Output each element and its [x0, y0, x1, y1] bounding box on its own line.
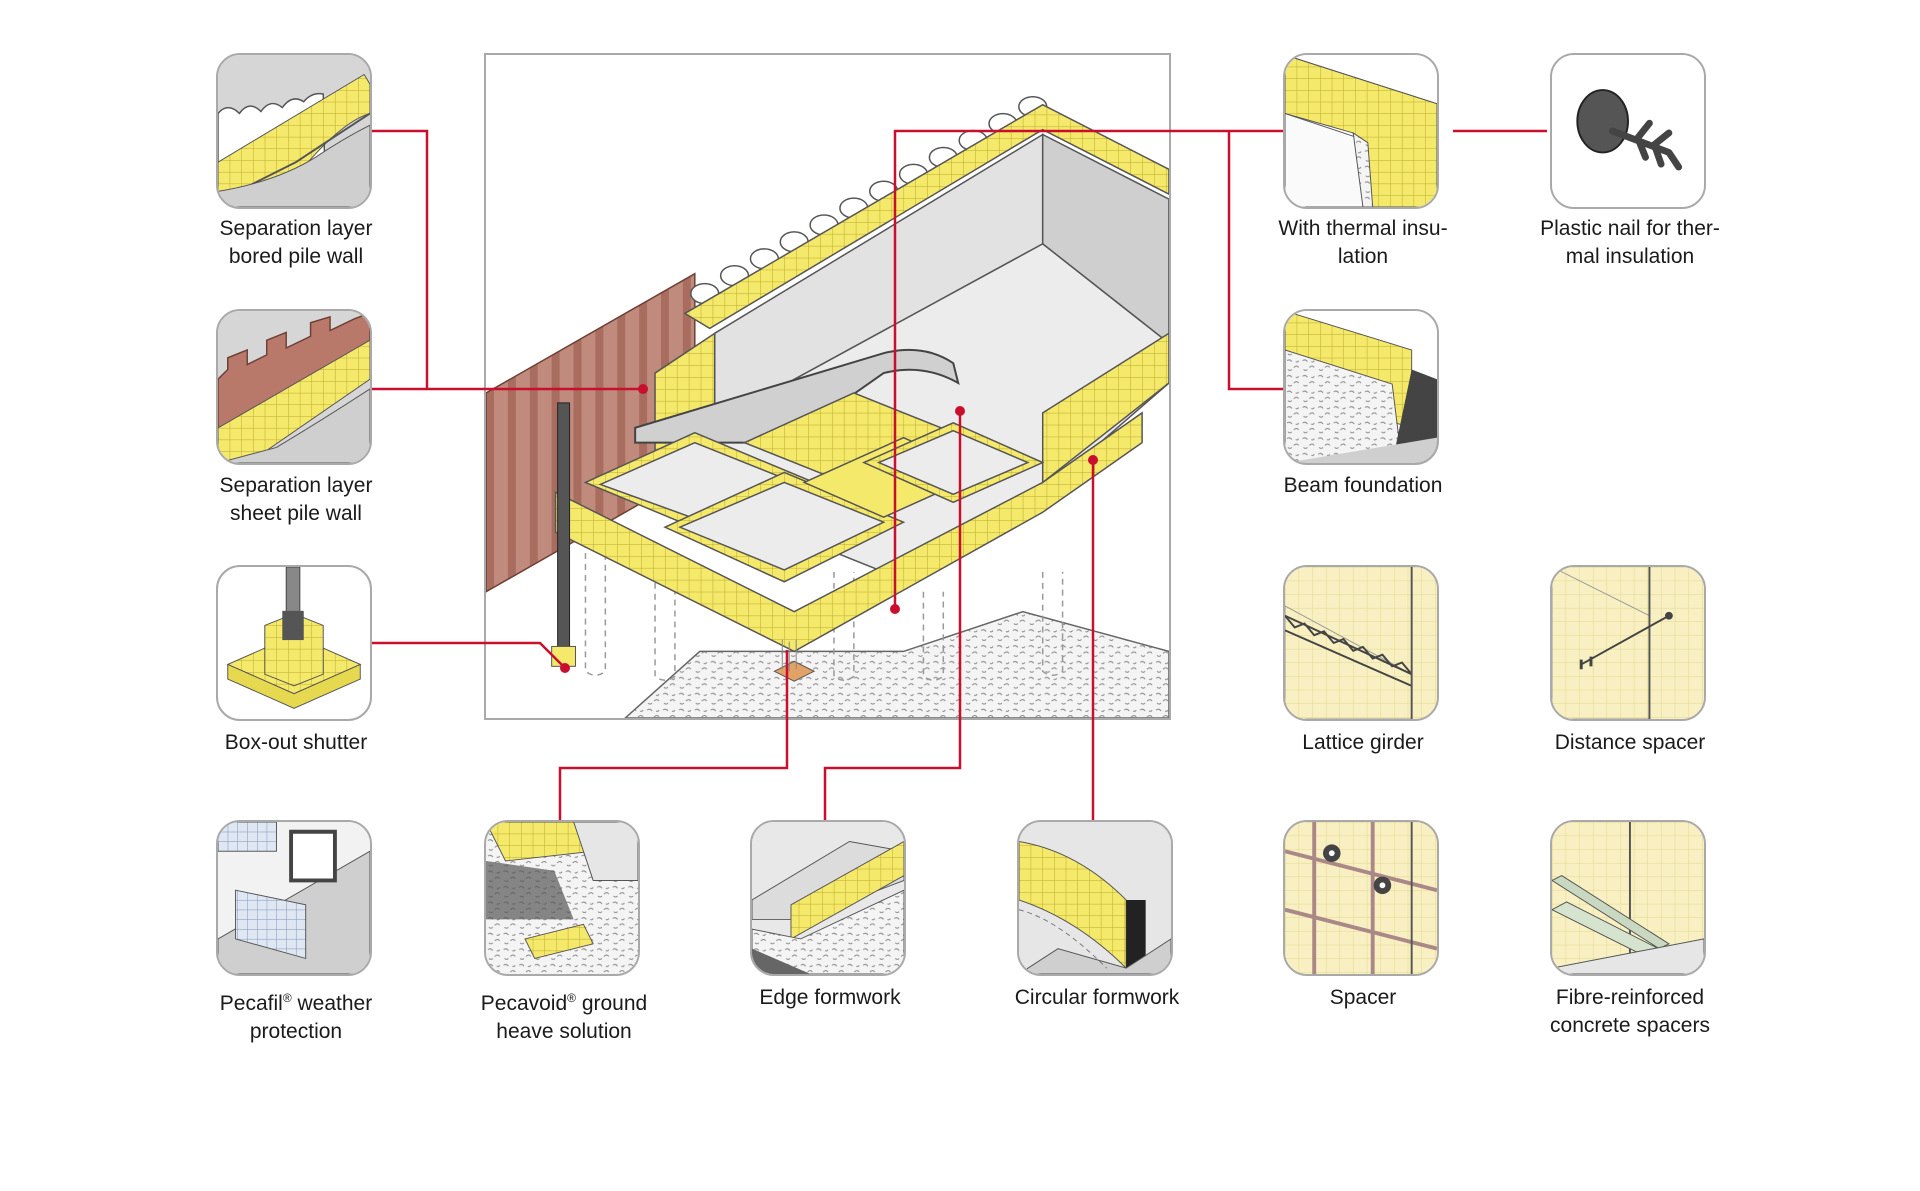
circular-formwork-icon: [1019, 822, 1171, 974]
caption-beam: Beam foundation: [1283, 474, 1443, 497]
tile-plastic-nail: [1550, 53, 1706, 209]
tile-beam: [1283, 309, 1439, 465]
thermal-insulation-icon: [1285, 55, 1437, 207]
pecafil-weather-protection-icon: [218, 822, 370, 974]
isometric-foundation-cutaway-icon: [486, 96, 1169, 718]
tile-lattice: [1283, 565, 1439, 721]
distance-spacer-icon: [1552, 567, 1704, 719]
caption-edge: Edge formwork: [759, 986, 901, 1009]
main-foundation-view: [484, 53, 1171, 720]
pecavoid-ground-heave-icon: [486, 822, 638, 974]
tile-box-out: [216, 565, 372, 721]
box-out-shutter-icon: [226, 567, 362, 709]
caption-distance: Distance spacer: [1554, 731, 1706, 754]
tile-pecavoid: [484, 820, 640, 976]
tile-distance: [1550, 565, 1706, 721]
beam-foundation-icon: [1285, 311, 1437, 463]
tile-pecafil: [216, 820, 372, 976]
spacer-icon: [1285, 822, 1437, 974]
caption-circular: Circular formwork: [1014, 986, 1180, 1009]
lattice-girder-icon: [1285, 567, 1437, 719]
plastic-nail-icon: [1552, 55, 1704, 207]
bored-pile-wall-icon: [218, 55, 370, 207]
tile-spacer: [1283, 820, 1439, 976]
caption-spacer: Spacer: [1329, 986, 1397, 1009]
edge-formwork-icon: [752, 822, 904, 974]
caption-box-out: Box-out shutter: [224, 731, 368, 754]
caption-thermal: With thermal insu-lation: [1278, 217, 1448, 268]
fibre-reinforced-spacer-icon: [1552, 822, 1704, 974]
caption-lattice: Lattice girder: [1302, 731, 1424, 754]
caption-plastic-nail: Plastic nail for ther-mal insulation: [1540, 217, 1720, 268]
tile-fibre: [1550, 820, 1706, 976]
sheet-pile-wall-icon: [218, 311, 370, 463]
tile-thermal: [1283, 53, 1439, 209]
tile-edge: [750, 820, 906, 976]
tile-bored-pile: [216, 53, 372, 209]
tile-circular: [1017, 820, 1173, 976]
tile-sheet-pile: [216, 309, 372, 465]
